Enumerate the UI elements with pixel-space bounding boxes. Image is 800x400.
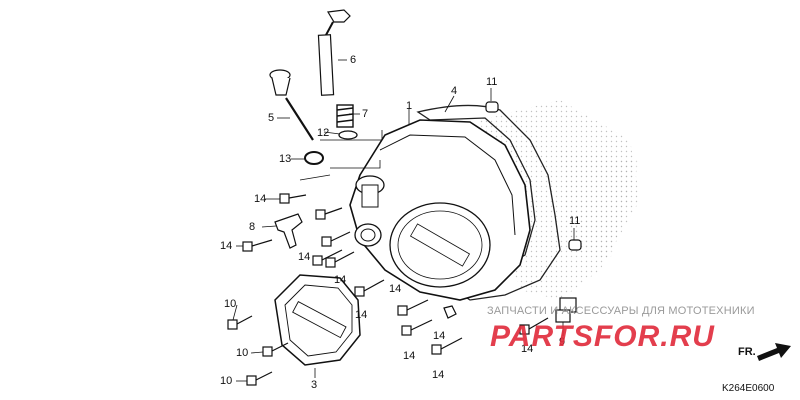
callout-8: 8 (249, 221, 256, 233)
bolt-14-b (315, 207, 343, 220)
front-direction-label: FR. (738, 346, 756, 358)
callout-11-a: 11 (486, 76, 498, 88)
callout-10-a: 10 (224, 298, 237, 310)
callout-13: 13 (279, 153, 292, 165)
diagram-code: K264E0600 (722, 383, 775, 394)
callout-10-b: 10 (236, 347, 249, 359)
bolt-14-d (321, 231, 351, 247)
callout-14-g: 14 (433, 330, 446, 342)
callout-14-h: 14 (403, 350, 416, 362)
callout-9: 9 (559, 336, 566, 348)
callout-12: 12 (317, 127, 330, 139)
bolt-10-a (227, 315, 253, 330)
bolt-14-f (325, 251, 355, 268)
front-direction-arrow-icon (757, 343, 791, 361)
watermark-logo: PARTSFOR.RU (490, 320, 715, 353)
bolt-14-h (397, 299, 429, 316)
spring (336, 104, 354, 128)
callout-14-e: 14 (389, 283, 402, 295)
bolt-14-i (401, 319, 433, 336)
bolt-10-b (262, 342, 289, 357)
fitting (555, 297, 577, 323)
callout-6: 6 (350, 54, 357, 66)
bolt-14-e (312, 249, 343, 266)
watermark-text: ЗАПЧАСТИ И АКСЕССУАРЫ ДЛЯ МОТОТЕХНИКИ (487, 305, 755, 317)
callout-14-d: 14 (334, 274, 347, 286)
clip (443, 305, 457, 319)
callout-11-b: 11 (569, 215, 581, 227)
callout-14-f: 14 (355, 309, 368, 321)
bolt-14-a (279, 193, 307, 204)
bolts (227, 193, 549, 386)
dowel-pin-upper (485, 101, 499, 113)
dowel-pin-lower (568, 239, 582, 251)
leader-lines (232, 59, 575, 382)
callout-14-b: 14 (220, 240, 233, 252)
callout-14-a: 14 (254, 193, 267, 205)
callout-1: 1 (406, 100, 413, 112)
callout-14-i: 14 (432, 369, 445, 381)
ignition-cover (274, 274, 361, 366)
bracket (274, 213, 303, 249)
oil-dipstick (269, 69, 314, 141)
callout-7: 7 (362, 108, 369, 120)
callout-14-j: 14 (521, 343, 534, 355)
shift-rod (317, 9, 351, 96)
bolt-14-j (431, 337, 463, 355)
bolt-14-c (242, 239, 273, 252)
callout-5: 5 (268, 112, 275, 124)
callout-14-c: 14 (298, 251, 311, 263)
callout-10-c: 10 (220, 375, 233, 387)
bolt-10-c (246, 371, 273, 386)
right-crankcase-cover (349, 119, 531, 301)
bolt-14-g (354, 279, 385, 297)
cover-gasket (416, 104, 561, 301)
bolt-14-k (519, 317, 549, 335)
o-ring (304, 151, 324, 165)
callout-4: 4 (451, 85, 458, 97)
seal (338, 130, 358, 140)
callout-3: 3 (311, 379, 318, 391)
